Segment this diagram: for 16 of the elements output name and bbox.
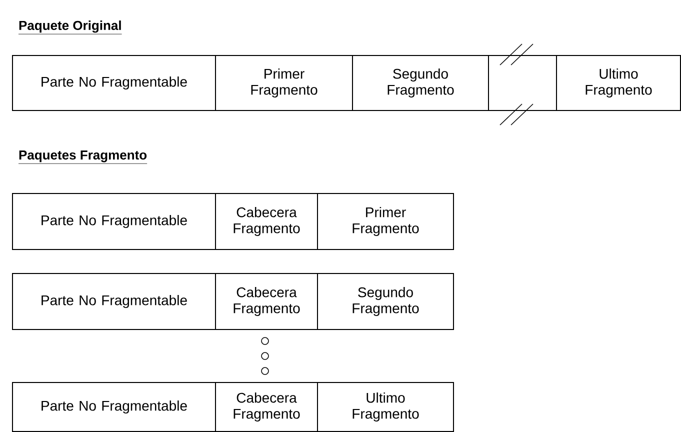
cell	[488, 55, 557, 111]
cell: Parte No Fragmentable	[12, 273, 216, 330]
cell: Segundo Fragmento	[352, 55, 489, 111]
cell: Cabecera Fragmento	[215, 273, 318, 330]
cell: Cabecera Fragmento	[215, 382, 318, 432]
cell: Primer Fragmento	[317, 193, 454, 250]
cell: Parte No Fragmentable	[12, 382, 216, 432]
cell: Parte No Fragmentable	[12, 55, 216, 111]
cell: Primer Fragmento	[215, 55, 353, 111]
cell: Segundo Fragmento	[317, 273, 454, 330]
cell: Ultimo Fragmento	[317, 382, 454, 432]
cell: Cabecera Fragmento	[215, 193, 318, 250]
section-heading: Paquete Original	[18, 20, 122, 34]
section-heading: Paquetes Fragmento	[18, 150, 148, 164]
cell: Parte No Fragmentable	[12, 193, 216, 250]
cell: Ultimo Fragmento	[556, 55, 681, 111]
